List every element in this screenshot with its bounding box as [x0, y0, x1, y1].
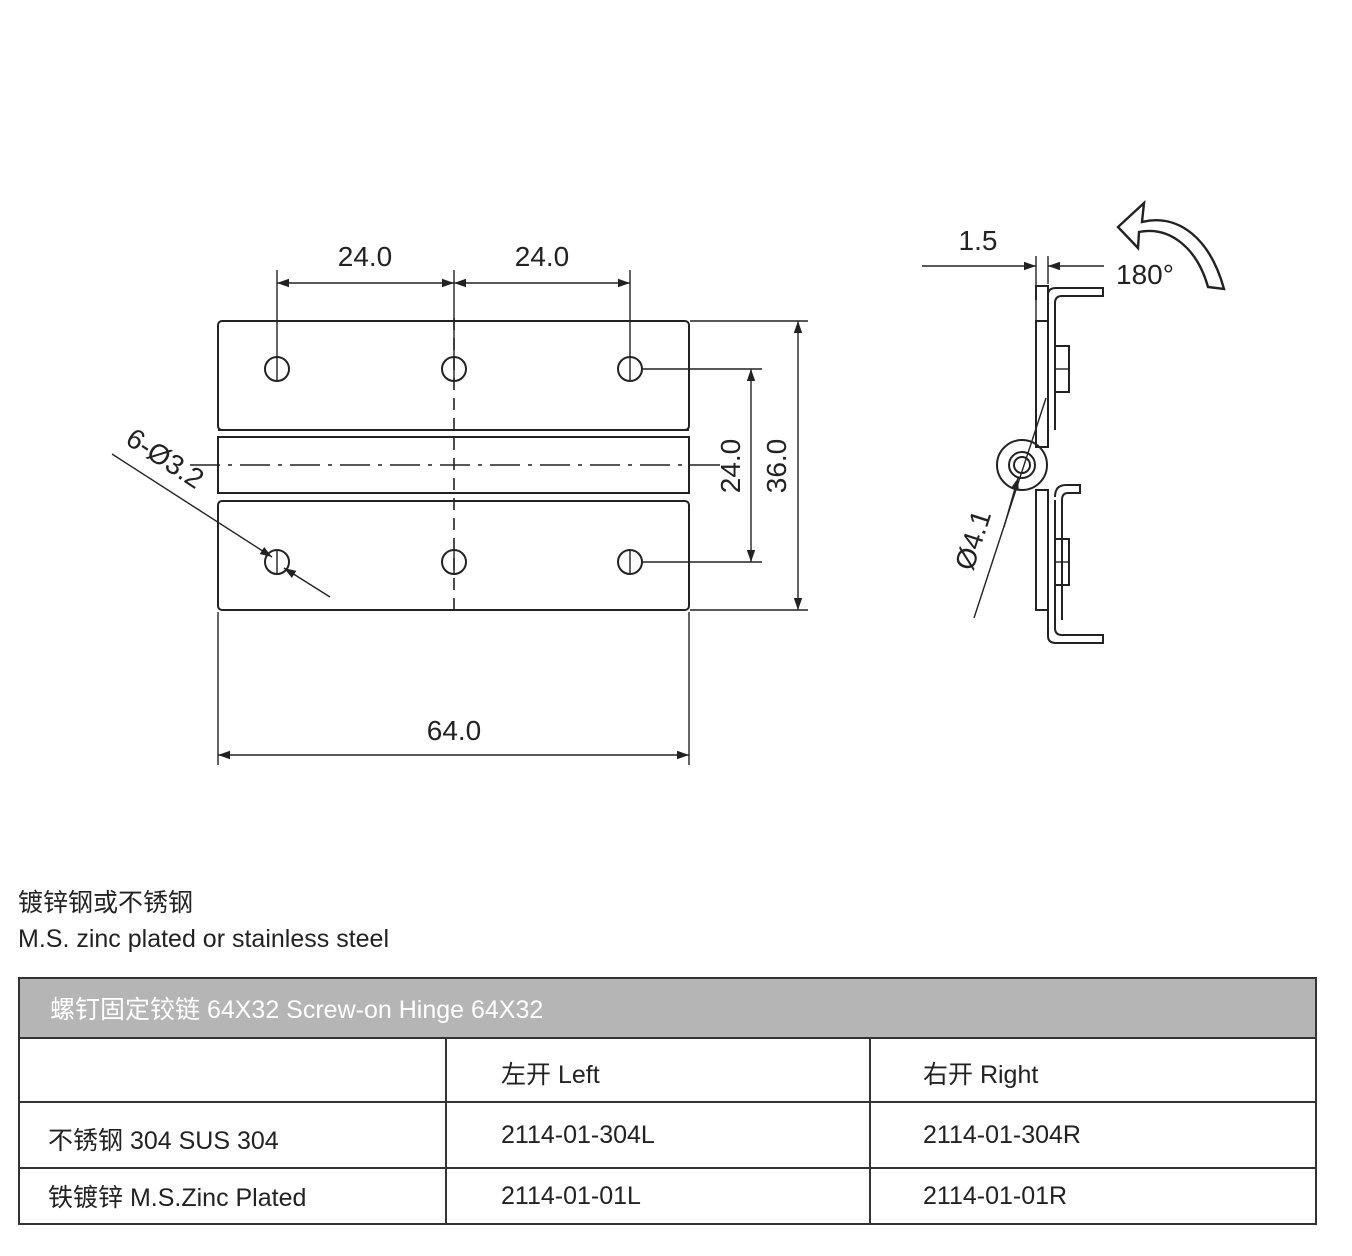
side-plate-bottom	[1035, 489, 1049, 611]
dim-label-hole-spacing: 24.0	[715, 439, 746, 494]
side-bracket-bottom	[1047, 500, 1104, 644]
material-cell: 不锈钢 304 SUS 304	[18, 1101, 447, 1169]
part-number-cell: 2114-01-01R	[869, 1167, 1317, 1225]
material-description-en: M.S. zinc plated or stainless steel	[18, 925, 389, 953]
side-dimensions	[922, 256, 1104, 619]
hinge-pin	[1008, 451, 1036, 479]
hinge-knuckle-side	[996, 439, 1048, 491]
rotation-arrow	[1116, 199, 1226, 291]
dim-label-pin-diameter: Ø4.1	[949, 506, 997, 573]
table-row: 铁镀锌 M.S.Zinc Plated 2114-01-01L 2114-01-…	[18, 1167, 1317, 1225]
spec-table: 螺钉固定铰链 64X32 Screw-on Hinge 64X32 左开 Lef…	[18, 977, 1317, 1225]
part-number-cell: 2114-01-304R	[869, 1101, 1317, 1169]
material-cell: 铁镀锌 M.S.Zinc Plated	[18, 1167, 447, 1225]
material-description-cn: 镀锌钢或不锈钢	[18, 889, 194, 917]
header-cell-left: 左开 Left	[445, 1037, 871, 1103]
table-title-row: 螺钉固定铰链 64X32 Screw-on Hinge 64X32	[18, 977, 1317, 1039]
dim-label-thickness: 1.5	[959, 225, 998, 256]
part-number-cell: 2114-01-304L	[445, 1101, 871, 1169]
part-number-cell: 2114-01-01L	[445, 1167, 871, 1225]
dim-label-rotation: 180°	[1116, 259, 1174, 290]
dim-label-top-right: 24.0	[515, 241, 570, 272]
technical-drawing: 24.0 24.0 64.0 24.0 36.0 6-Ø3.2	[111, 199, 1226, 765]
dim-label-holes: 6-Ø3.2	[121, 422, 210, 495]
side-view	[996, 199, 1226, 644]
side-plate-top	[1035, 320, 1049, 448]
dim-label-overall-height: 36.0	[761, 439, 792, 494]
hole-callout-leader	[111, 453, 273, 558]
header-cell	[18, 1037, 447, 1103]
table-title: 螺钉固定铰链 64X32 Screw-on Hinge 64X32	[18, 977, 1317, 1039]
dim-label-top-left: 24.0	[338, 241, 393, 272]
header-cell-right: 右开 Right	[869, 1037, 1317, 1103]
table-header-row: 左开 Left 右开 Right	[18, 1037, 1317, 1103]
front-dimensions	[111, 270, 808, 765]
dim-label-overall-width: 64.0	[427, 715, 482, 746]
front-view	[190, 318, 720, 615]
table-row: 不锈钢 304 SUS 304 2114-01-304L 2114-01-304…	[18, 1101, 1317, 1169]
